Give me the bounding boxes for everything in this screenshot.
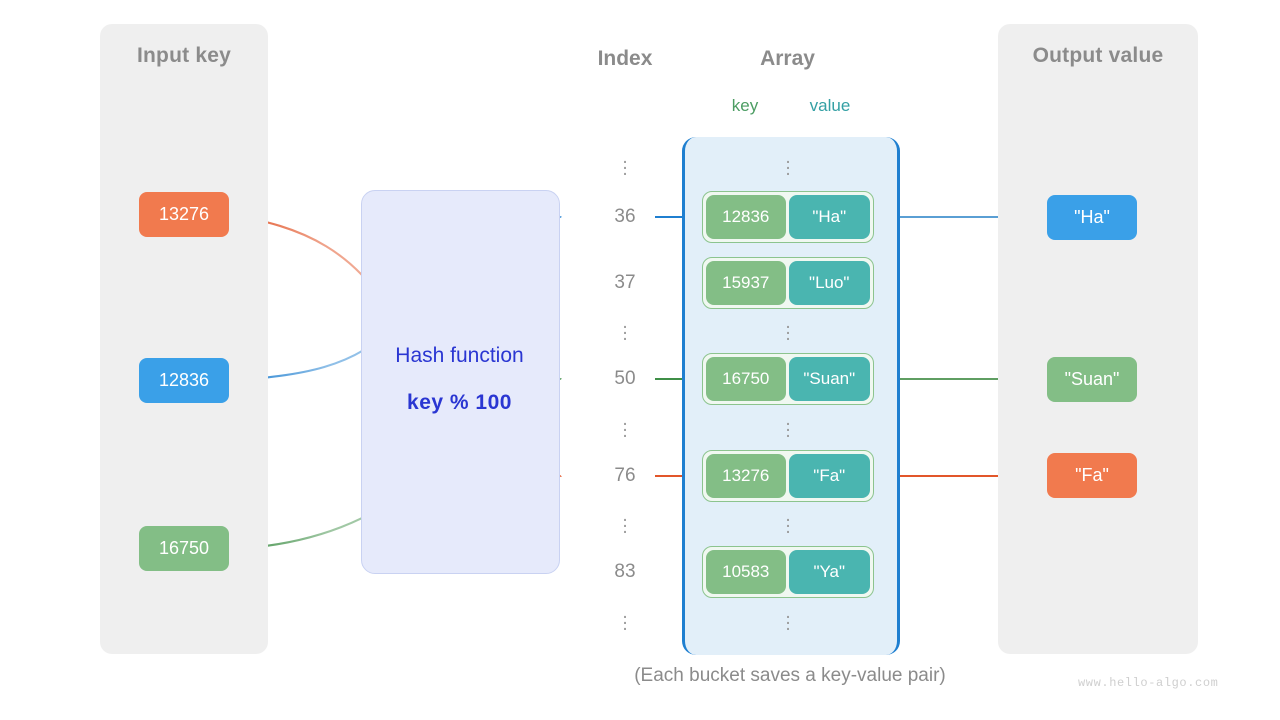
bucket-key: 15937: [706, 261, 786, 305]
bucket-key: 10583: [706, 550, 786, 594]
diagram-caption: (Each bucket saves a key-value pair): [634, 665, 946, 686]
array-ellipsis-0: ...: [785, 147, 791, 180]
bucket-row-36[interactable]: 12836 "Ha": [702, 191, 874, 243]
bucket-row-76[interactable]: 13276 "Fa": [702, 450, 874, 502]
bucket-row-83[interactable]: 10583 "Ya": [702, 546, 874, 598]
bucket-value: "Fa": [788, 454, 870, 498]
bucket-value: "Suan": [788, 357, 870, 401]
value-subheading: value: [809, 96, 851, 115]
index-ellipsis-1: ...: [622, 312, 628, 345]
array-ellipsis-1: ...: [785, 312, 791, 345]
hash-function-box: [361, 190, 560, 574]
array-ellipsis-3: ...: [785, 505, 791, 538]
bucket-row-37[interactable]: 15937 "Luo": [702, 257, 874, 309]
hash-function-label: Hash function: [395, 344, 524, 367]
array-ellipsis-4: ...: [785, 602, 791, 635]
hash-function-formula: key % 100: [407, 391, 512, 414]
index-ellipsis-0: ...: [622, 147, 628, 180]
bucket-value: "Ha": [788, 195, 870, 239]
bucket-value: "Luo": [788, 261, 870, 305]
watermark: www.hello-algo.com: [1078, 676, 1219, 690]
index-label-50: 50: [614, 368, 636, 389]
index-label-37: 37: [614, 272, 636, 293]
bucket-key: 13276: [706, 454, 786, 498]
output-value-chip-1[interactable]: "Suan": [1047, 357, 1137, 402]
input-key-chip-2[interactable]: 16750: [139, 526, 229, 571]
input-key-chip-0[interactable]: 13276: [139, 192, 229, 237]
key-subheading: key: [731, 96, 759, 115]
output-value-chip-0[interactable]: "Ha": [1047, 195, 1137, 240]
index-ellipsis-3: ...: [622, 505, 628, 538]
output-panel-title: Output value: [1032, 44, 1164, 67]
index-column-heading: Index: [597, 47, 653, 70]
index-label-83: 83: [614, 561, 636, 582]
bucket-key: 16750: [706, 357, 786, 401]
bucket-key: 12836: [706, 195, 786, 239]
bucket-value: "Ya": [788, 550, 870, 594]
output-value-panel: Output value: [998, 24, 1198, 654]
array-ellipsis-2: ...: [785, 409, 791, 442]
output-value-chip-2[interactable]: "Fa": [1047, 453, 1137, 498]
index-label-76: 76: [614, 465, 636, 486]
index-label-36: 36: [614, 206, 636, 227]
index-ellipsis-4: ...: [622, 602, 628, 635]
input-key-chip-1[interactable]: 12836: [139, 358, 229, 403]
index-ellipsis-2: ...: [622, 409, 628, 442]
array-column-heading: Array: [760, 47, 815, 70]
input-panel-title: Input key: [137, 44, 231, 67]
bucket-row-50[interactable]: 16750 "Suan": [702, 353, 874, 405]
